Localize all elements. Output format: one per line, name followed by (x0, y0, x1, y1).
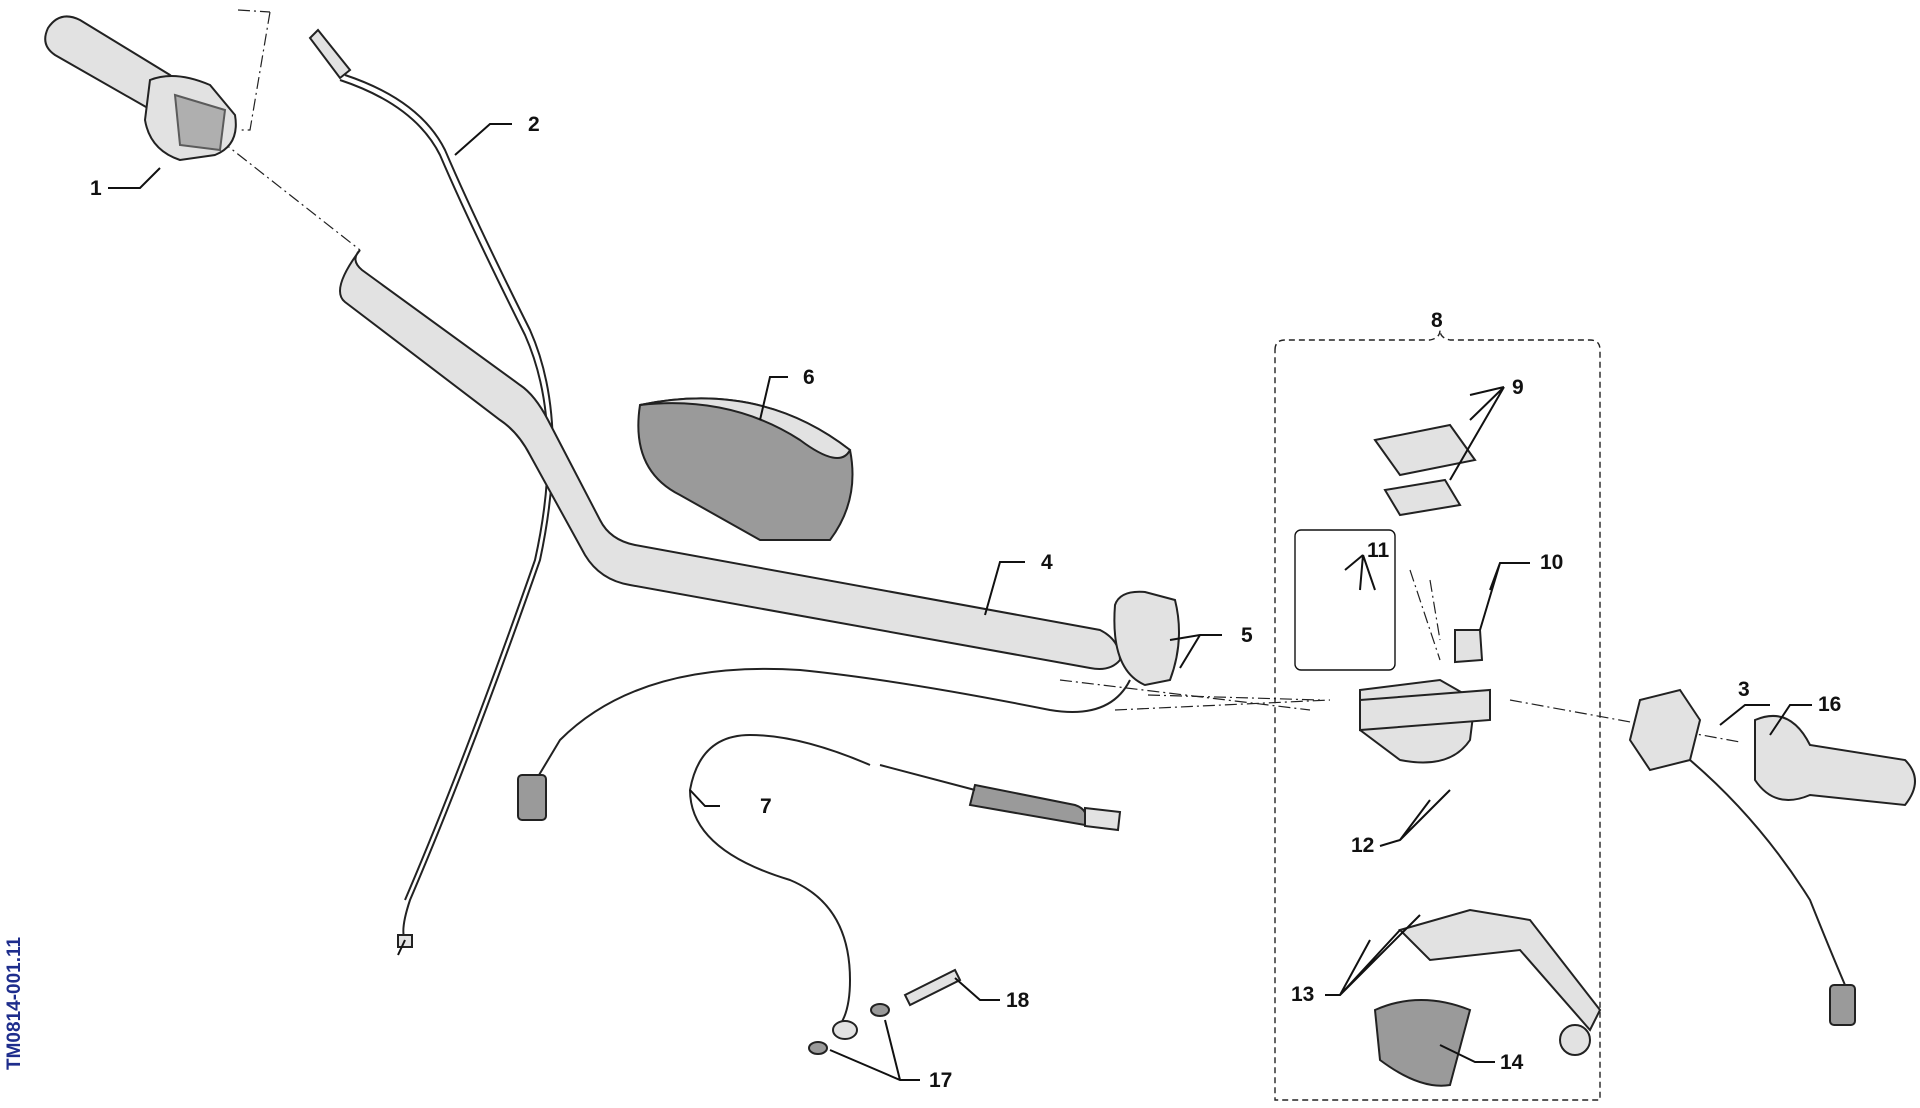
callout-4: 4 (1041, 551, 1053, 574)
callout-11: 11 (1367, 539, 1390, 562)
leader-lines (108, 123, 1812, 1081)
callout-3: 3 (1738, 678, 1750, 701)
callout-10: 10 (1540, 551, 1563, 574)
callout-6: 6 (803, 366, 815, 389)
master-cylinder-box (1274, 329, 1602, 1101)
callout-labels: 1 2 3 4 5 6 7 8 9 10 11 12 13 14 16 17 1… (90, 113, 1841, 1092)
assembly-lines (219, 9, 1741, 743)
handlebar-pad (637, 397, 854, 541)
right-grip (1754, 715, 1916, 807)
switch-housing (517, 590, 1180, 821)
banjo-fittings (808, 968, 962, 1055)
drawing-code: TM0814-001.11 (4, 936, 25, 1070)
callout-2: 2 (528, 113, 540, 136)
clutch-cable (688, 733, 1122, 1026)
right-switch (1628, 688, 1856, 1026)
callout-9: 9 (1512, 376, 1524, 399)
throttle-grip (44, 15, 237, 162)
callout-1: 1 (90, 177, 102, 200)
throttle-cable (308, 28, 554, 956)
callout-5: 5 (1241, 624, 1253, 647)
callout-14: 14 (1500, 1051, 1524, 1074)
callout-17: 17 (929, 1069, 952, 1092)
callout-18: 18 (1006, 989, 1030, 1012)
callout-13: 13 (1291, 983, 1314, 1006)
callout-8: 8 (1431, 309, 1443, 332)
callout-16: 16 (1818, 693, 1841, 716)
callout-7: 7 (760, 795, 772, 818)
callout-12: 12 (1351, 834, 1374, 857)
